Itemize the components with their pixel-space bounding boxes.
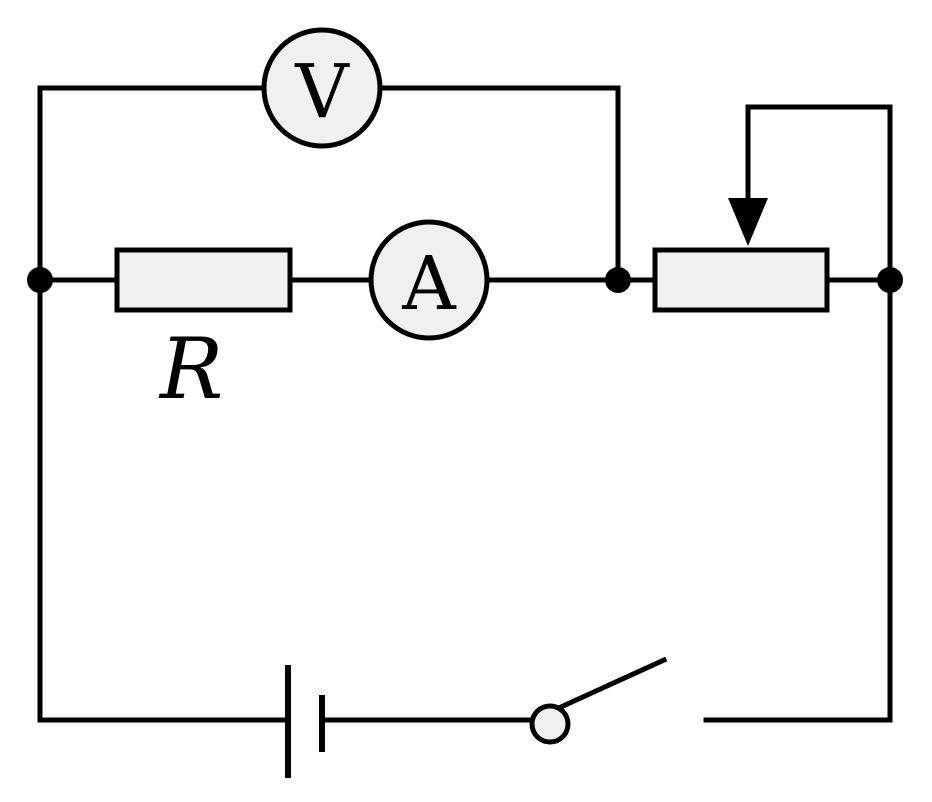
rheostat bbox=[652, 198, 830, 313]
voltmeter-circle bbox=[261, 27, 383, 149]
junction-dot-left bbox=[27, 267, 53, 293]
resistor: R bbox=[114, 247, 293, 418]
voltmeter-symbol: V bbox=[294, 49, 350, 135]
switch-pivot bbox=[529, 703, 571, 745]
voltmeter-wire-right bbox=[379, 85, 621, 283]
voltmeter: V bbox=[261, 27, 383, 149]
junction-dot-right bbox=[877, 267, 903, 293]
wire-left-down bbox=[37, 277, 291, 723]
rheostat-slider-arrow-icon bbox=[728, 198, 768, 246]
ammeter-circle bbox=[368, 219, 490, 341]
resistor-label: R bbox=[158, 320, 223, 418]
voltmeter-wire-left bbox=[37, 85, 265, 283]
battery bbox=[285, 665, 325, 778]
switch-blade bbox=[546, 656, 668, 716]
wire-switch-to-right bbox=[703, 277, 893, 723]
ammeter: A bbox=[368, 219, 490, 341]
ammeter-symbol: A bbox=[401, 241, 457, 327]
rheostat-body bbox=[652, 247, 830, 313]
junction-dot-middle bbox=[605, 267, 631, 293]
switch bbox=[529, 656, 668, 745]
junctions bbox=[27, 267, 903, 293]
resistor-body bbox=[114, 247, 293, 313]
rheostat-slider-wire bbox=[745, 104, 893, 283]
